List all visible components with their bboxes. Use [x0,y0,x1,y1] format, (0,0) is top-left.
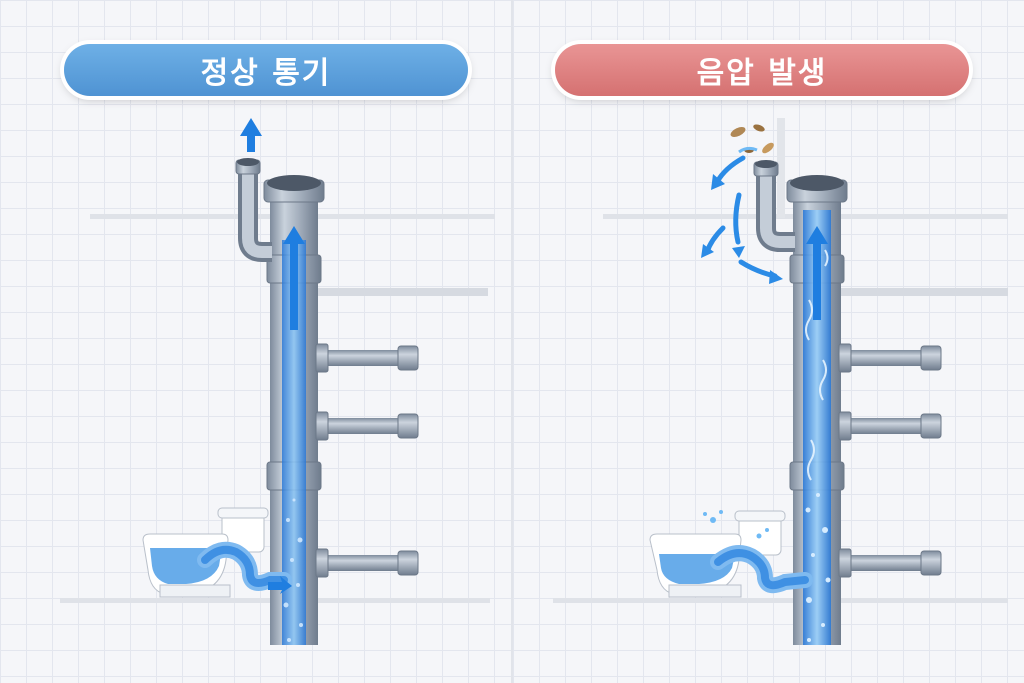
vent-exhaust-arrow [240,118,262,152]
toilet [142,507,269,598]
branch-pipes-right [838,343,942,578]
normal-venting-title: 정상 통기 [64,44,468,96]
panel-divider [511,0,513,683]
normal-venting-illustration [60,118,495,645]
airflow-up-arrow-right [806,226,828,320]
debris-leaves [730,124,774,154]
branch-pipes [315,343,419,578]
outflow-arrow-3 [704,225,726,255]
vent-pipe [235,158,272,262]
outflow-arrow-1 [714,155,746,185]
normal-venting-panel: 정상 통기 [0,0,511,683]
outflow-arrow-2 [733,192,742,245]
main-stack-pipe [263,175,325,645]
airflow-up-arrow [283,226,305,330]
negative-pressure-illustration [553,118,1008,645]
negative-pressure-title: 음압 발생 [555,44,969,96]
negative-pressure-panel: 음압 발생 [513,0,1024,683]
vent-pipe-right [753,160,795,252]
